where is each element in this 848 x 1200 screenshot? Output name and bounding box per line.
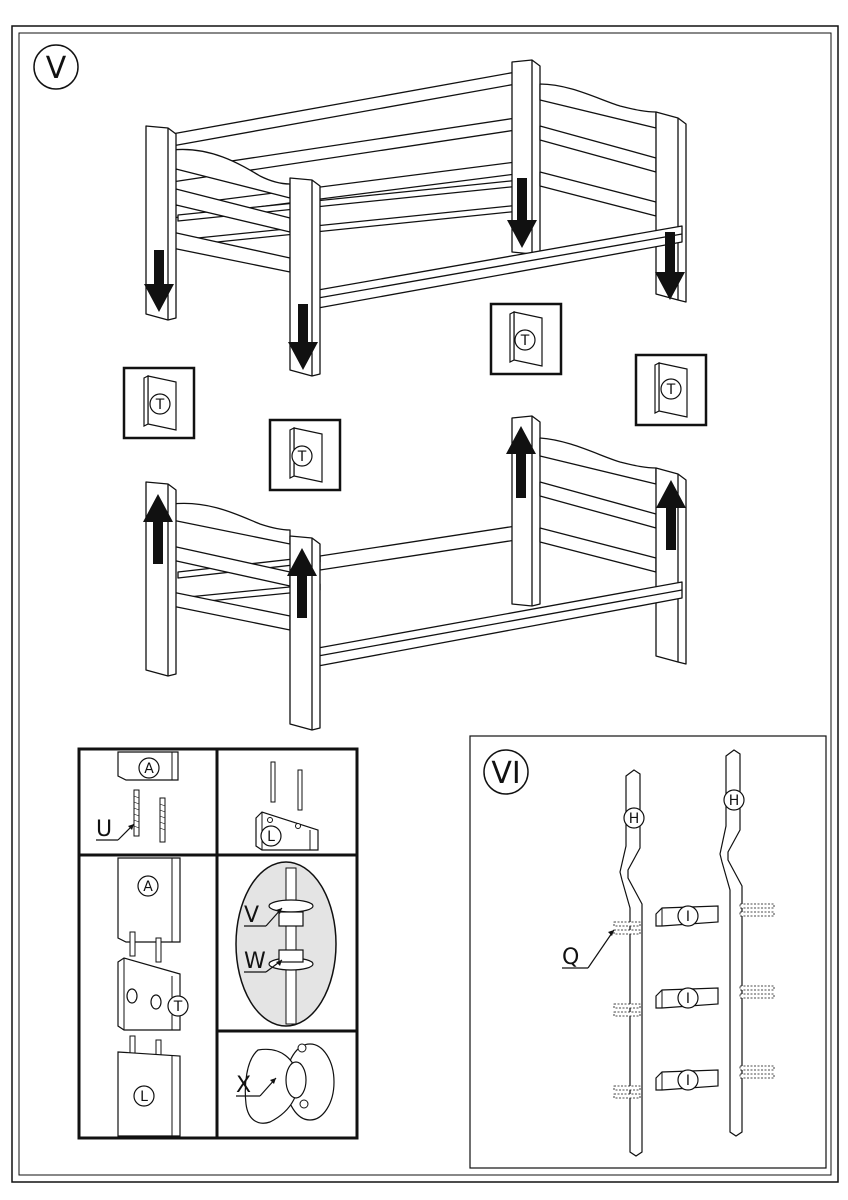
ladder-rail-right: H <box>719 749 745 1137</box>
cap-x-label: X <box>236 1073 251 1098</box>
detail-cap-x: X <box>236 1043 335 1124</box>
step-v-badge: V <box>33 44 79 90</box>
spacer-box-1: T <box>122 366 196 440</box>
rail-h-label: H <box>729 793 740 809</box>
up-arrows <box>143 426 686 618</box>
step-vi-label: VI <box>491 756 520 791</box>
dowel-q-callout: Q <box>562 929 615 970</box>
lower-bed-frame <box>145 415 687 731</box>
detail-a-bolts: A U <box>96 751 179 843</box>
detail-zoom-bolt: V W <box>235 861 337 1027</box>
spacer-label: T <box>297 449 307 465</box>
rung-3: I <box>655 1069 719 1091</box>
rung-i-label: I <box>686 991 690 1007</box>
arrow-up-icon <box>287 548 317 618</box>
washer-v-label: V <box>244 903 259 928</box>
arrow-down-icon <box>655 232 685 300</box>
part-t-label: T <box>173 999 183 1015</box>
part-l-label: L <box>140 1089 148 1105</box>
arrow-down-icon <box>507 178 537 248</box>
step-v-label: V <box>46 51 67 86</box>
part-a-label: A <box>143 879 153 895</box>
down-arrows <box>144 178 685 370</box>
part-l-label: L <box>267 829 275 845</box>
detail-l-screws: L <box>255 761 319 851</box>
spacer-label: T <box>155 397 165 413</box>
rung-1: I <box>655 905 719 927</box>
bolt-u-label: U <box>96 817 112 842</box>
nut-w-label: W <box>244 949 266 974</box>
rung-2: I <box>655 987 719 1009</box>
rail-h-label: H <box>629 811 640 827</box>
arrow-up-icon <box>506 426 536 498</box>
detail-a-t-l-stack: A T L <box>117 857 189 1137</box>
step-vi-panel: VI <box>469 735 827 1169</box>
spacer-box-2: T <box>268 418 342 492</box>
ladder-rail-left: H <box>619 769 645 1157</box>
arrow-down-icon <box>144 250 174 312</box>
outer-frame <box>11 25 839 1183</box>
spacer-label: T <box>520 333 530 349</box>
rung-i-label: I <box>686 1073 690 1089</box>
spacer-label: T <box>666 382 676 398</box>
spacer-box-4: T <box>634 353 708 427</box>
dowels <box>613 903 775 1099</box>
arrow-down-icon <box>288 304 318 370</box>
dowel-q-label: Q <box>562 945 579 970</box>
upper-bed-frame <box>145 59 687 377</box>
spacer-box-3: T <box>489 302 563 376</box>
arrow-up-icon <box>656 480 686 550</box>
part-a-label: A <box>144 761 154 777</box>
arrow-up-icon <box>143 494 173 564</box>
rung-i-label: I <box>686 909 690 925</box>
inner-frame <box>18 32 832 1176</box>
